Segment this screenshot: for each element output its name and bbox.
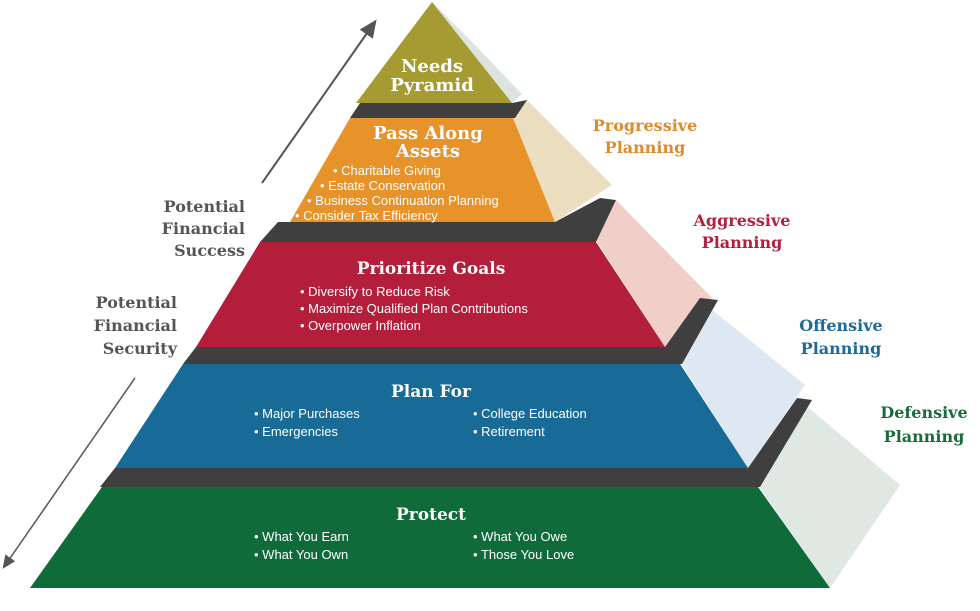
pass-along-item: • Charitable Giving: [333, 163, 441, 178]
plan-for-item: • Emergencies: [254, 424, 339, 439]
needs-title-1: Needs: [401, 56, 463, 77]
plan-for-item: • College Education: [473, 406, 587, 421]
plan-for-item: • Major Purchases: [254, 406, 360, 421]
success-label: Potential: [164, 197, 245, 216]
pass-along-item: • Business Continuation Planning: [307, 193, 499, 208]
defensive-label-2: Planning: [884, 427, 965, 446]
protect-item: • Those You Love: [473, 547, 574, 562]
up-arrow: [261, 19, 377, 184]
prioritize-title: Prioritize Goals: [357, 259, 506, 279]
offensive-label-2: Planning: [801, 339, 882, 358]
prioritize-item: • Diversify to Reduce Risk: [300, 284, 450, 299]
tier-needs: [356, 2, 512, 103]
plan-for-item: • Retirement: [473, 424, 545, 439]
success-label: Financial: [162, 219, 245, 238]
progressive-label-1: Progressive: [593, 116, 698, 135]
aggressive-label-1: Aggressive: [693, 211, 791, 230]
protect-item: • What You Own: [254, 547, 348, 562]
security-label: Security: [103, 339, 178, 358]
prioritize-item: • Maximize Qualified Plan Contributions: [300, 301, 528, 316]
aggressive-face: [596, 200, 712, 347]
protect-item: • What You Owe: [473, 529, 567, 544]
needs-title-2: Pyramid: [390, 75, 474, 96]
pass-along-title-2: Assets: [395, 141, 460, 162]
plan-for-title: Plan For: [391, 382, 472, 402]
offensive-face: [680, 300, 805, 468]
security-label: Financial: [94, 316, 177, 335]
progressive-label-2: Planning: [605, 138, 686, 157]
band-2: [260, 198, 616, 242]
pass-along-title-1: Pass Along: [373, 123, 483, 144]
pass-along-item: • Consider Tax Efficiency: [295, 208, 438, 223]
tier-prioritize: [196, 242, 665, 347]
tier-protect: [30, 487, 830, 588]
band-3: [183, 298, 718, 364]
tier-plan-for: [115, 364, 748, 468]
needs-face: [432, 2, 522, 103]
down-arrow: [2, 377, 136, 569]
offensive-label-1: Offensive: [799, 316, 882, 335]
band-4: [100, 398, 812, 487]
band-1: [350, 100, 527, 118]
tier-pass-along: [290, 118, 555, 222]
security-label: Potential: [96, 293, 177, 312]
success-label: Success: [174, 241, 245, 260]
progressive-face: [513, 100, 612, 222]
protect-title: Protect: [396, 505, 466, 525]
defensive-label-1: Defensive: [880, 403, 967, 422]
pass-along-item: • Estate Conservation: [320, 178, 445, 193]
protect-item: • What You Earn: [254, 529, 349, 544]
aggressive-label-2: Planning: [702, 233, 783, 252]
prioritize-item: • Overpower Inflation: [300, 318, 421, 333]
defensive-face: [758, 398, 900, 588]
